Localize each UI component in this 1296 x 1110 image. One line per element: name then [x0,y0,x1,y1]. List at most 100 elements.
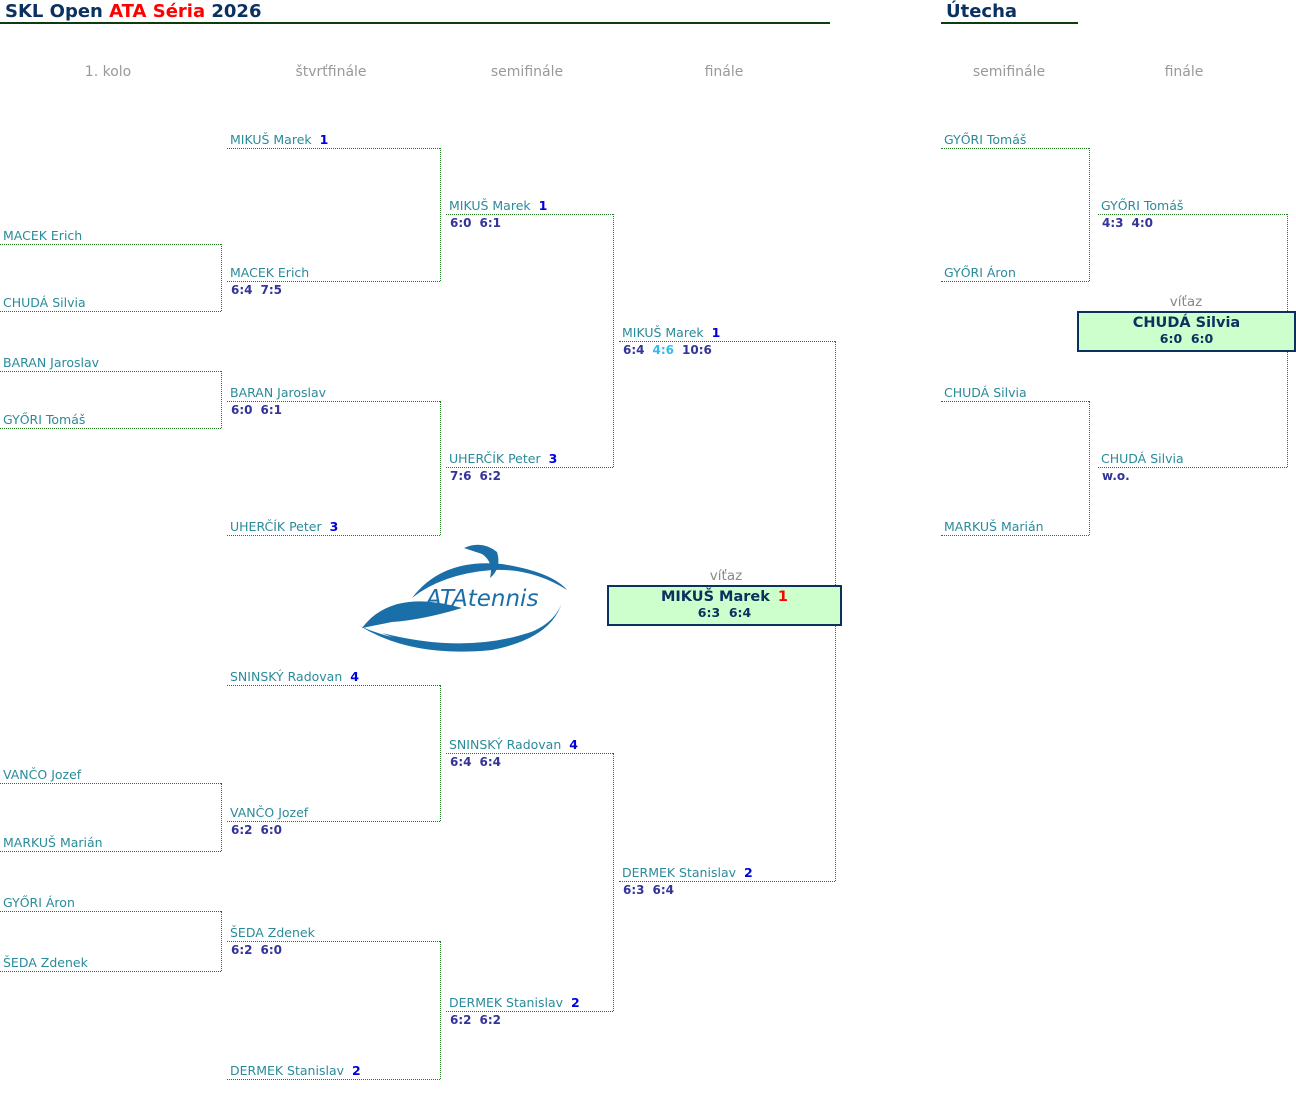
bracket-connector [613,214,614,467]
player-name: GYŐRI Áron [944,265,1016,280]
player-name: MARKUŠ Marián [944,519,1044,534]
player-slot[interactable]: MACEK Erich [227,265,440,282]
bracket-connector [613,753,614,1011]
player-name: CHUDÁ Silvia [944,385,1027,400]
consolation-header-2: finále [1164,64,1204,80]
player-name-wrap: MACEK Erich [3,228,82,243]
set-score: 6:2 [450,1013,472,1027]
consolation-champion-name: CHUDÁ Silvia [1132,315,1241,331]
player-slot[interactable]: CHUDÁ Silvia [0,295,221,312]
set-score: 6:2 [231,943,253,957]
player-slot[interactable]: GYŐRI Tomáš [1098,198,1287,215]
set-score: 4:0 [1131,216,1154,230]
match-score: 4:3 4:0 [1102,216,1161,230]
player-name: BARAN Jaroslav [230,385,327,400]
player-name-wrap: CHUDÁ Silvia [1101,451,1184,466]
player-slot[interactable]: MIKUŠ Marek 1 [619,325,835,342]
player-name: MIKUŠ Marek [230,132,312,147]
seed-number: 1 [711,325,721,340]
player-name: GYŐRI Áron [3,895,75,910]
player-slot[interactable]: MACEK Erich [0,228,221,245]
seed-number: 4 [569,737,578,752]
bracket-connector [221,911,222,971]
set-score: 7:5 [260,283,283,297]
set-score: 6:2 [479,469,502,483]
player-slot[interactable]: CHUDÁ Silvia [1098,451,1287,468]
set-score: 6:0 [231,403,253,417]
player-name: DERMEK Stanislav [622,865,736,880]
player-name: UHERČÍK Peter [449,451,541,466]
player-slot[interactable]: GYŐRI Tomáš [0,412,221,429]
consolation-champion-score: 6:0 6:0 [1159,331,1214,346]
player-slot[interactable]: MARKUŠ Marián [0,835,221,852]
player-name-wrap: CHUDÁ Silvia [3,295,86,310]
player-name-wrap: MARKUŠ Marián [944,519,1044,534]
player-name-wrap: GYŐRI Tomáš [1101,198,1183,213]
winner-label: víťaz [709,568,743,584]
player-name: MIKUŠ Marek [622,325,704,340]
player-name: SNINSKÝ Radovan [449,737,562,752]
bracket-connector [440,685,441,821]
player-name-wrap: GYŐRI Tomáš [3,412,85,427]
player-name-wrap: BARAN Jaroslav [230,385,326,400]
match-score: 6:0 6:1 [231,403,290,417]
set-score: 6:4 [623,343,645,357]
player-name-wrap: VANČO Jozef [230,805,308,820]
seed-number: 2 [744,865,753,880]
set-score: 6:0 [260,943,283,957]
page-title: SKL Open ATA Séria 2026 [5,1,262,22]
player-name-wrap: MACEK Erich [230,265,309,280]
set-score: 6:4 [479,755,502,769]
player-slot[interactable]: SNINSKÝ Radovan 4 [446,737,613,754]
bracket-connector [1089,401,1090,535]
player-name: GYŐRI Tomáš [3,412,86,427]
player-name: GYŐRI Tomáš [1101,198,1184,213]
player-slot[interactable]: ŠEDA Zdenek [227,925,440,942]
player-slot[interactable]: DERMEK Stanislav 2 [619,865,835,882]
player-name-wrap: GYŐRI Áron [944,265,1016,280]
bracket-connector [1089,148,1090,281]
seed-number: 3 [548,451,558,466]
seed-number: 4 [350,669,359,684]
player-name-wrap: CHUDÁ Silvia [944,385,1027,400]
player-name-wrap: ŠEDA Zdenek [3,955,88,970]
set-score: 4:3 [1102,216,1124,230]
player-slot[interactable]: VANČO Jozef [227,805,440,822]
player-slot[interactable]: UHERČÍK Peter 3 [446,451,613,468]
round-header-2: štvrťfinále [295,64,367,80]
set-score: w.o. [1102,469,1130,483]
player-name-wrap: UHERČÍK Peter 3 [449,451,557,466]
player-slot[interactable]: CHUDÁ Silvia [941,385,1089,402]
player-slot[interactable]: ŠEDA Zdenek [0,955,221,972]
round-header-1: 1. kolo [84,64,132,80]
player-slot[interactable]: GYŐRI Tomáš [941,132,1089,149]
set-score: 6:1 [260,403,283,417]
champion-score: 6:3 6:4 [697,605,752,620]
player-name-wrap: ŠEDA Zdenek [230,925,315,940]
player-slot[interactable]: GYŐRI Áron [0,895,221,912]
player-slot[interactable]: BARAN Jaroslav [0,355,221,372]
player-slot[interactable]: BARAN Jaroslav [227,385,440,402]
consolation-champion-box: CHUDÁ Silvia 6:0 6:0 [1077,311,1296,352]
title-underline [0,22,830,24]
player-name-wrap: MARKUŠ Marián [3,835,103,850]
player-slot[interactable]: GYŐRI Áron [941,265,1089,282]
player-slot[interactable]: MARKUŠ Marián [941,519,1089,536]
player-slot[interactable]: VANČO Jozef [0,767,221,784]
seed-number: 2 [571,995,580,1010]
